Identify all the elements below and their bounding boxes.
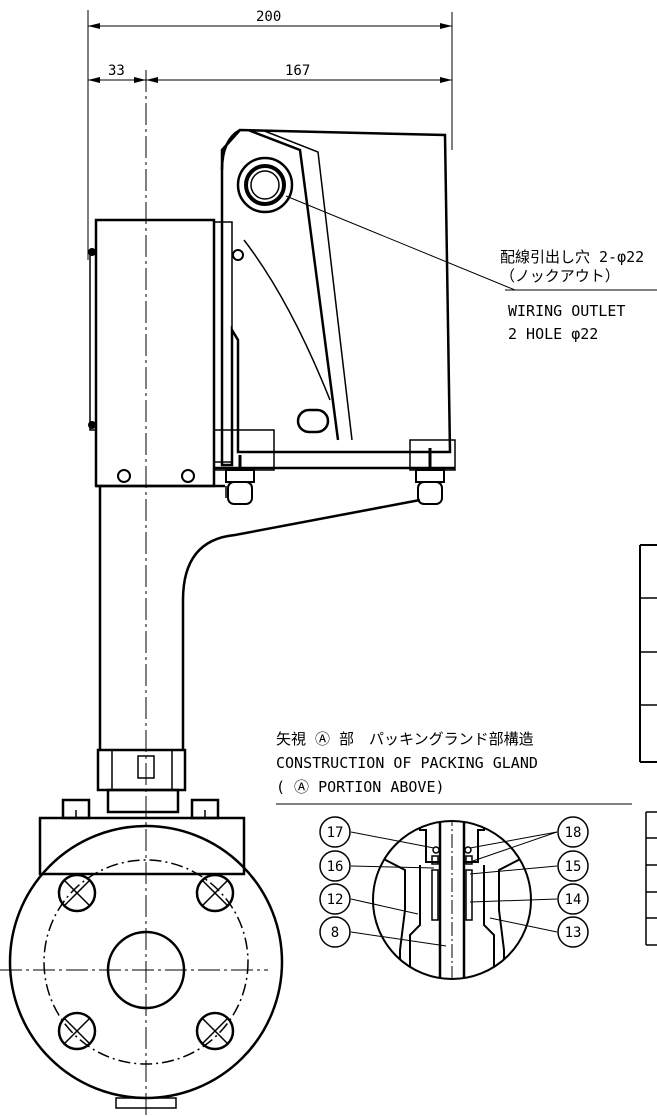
yoke-and-stem	[96, 486, 421, 814]
balloon-17: 17	[319, 816, 351, 848]
dim-offset-right: 167	[285, 63, 310, 79]
dim-offset-left: 33	[108, 63, 125, 79]
fasteners	[88, 248, 445, 505]
balloon-17-label: 17	[327, 825, 344, 841]
balloon-8-label: 8	[331, 925, 339, 941]
balloon-12: 12	[319, 883, 351, 915]
wiring-note-en: WIRING OUTLET	[508, 302, 625, 320]
balloon-16: 16	[319, 850, 351, 882]
material-table-fragment	[645, 811, 657, 946]
balloon-14-label: 14	[565, 892, 582, 908]
balloon-18: 18	[557, 816, 589, 848]
detail-title-en-portion: ( Ⓐ PORTION ABOVE)	[276, 778, 445, 796]
dim-overall-width: 200	[256, 9, 281, 25]
valve-body	[8, 798, 284, 1109]
wiring-note-jp-knockout: （ノックアウト）	[500, 267, 620, 285]
balloon-13-label: 13	[565, 925, 582, 941]
wiring-note-en-holes: 2 HOLE φ22	[508, 325, 598, 343]
balloon-8: 8	[319, 916, 351, 948]
dimension-lines	[87, 10, 453, 1117]
dimension-arrows	[88, 23, 452, 83]
balloon-14: 14	[557, 883, 589, 915]
balloon-15: 15	[557, 850, 589, 882]
parts-table-fragment	[639, 544, 657, 763]
detail-title-jp: 矢視 Ⓐ 部 パッキングランド部構造	[276, 730, 534, 748]
balloon-12-label: 12	[327, 892, 344, 908]
actuator-housing	[89, 128, 456, 488]
balloon-16-label: 16	[327, 859, 344, 875]
detail-leaders	[350, 831, 558, 947]
detail-title-en: CONSTRUCTION OF PACKING GLAND	[276, 754, 538, 772]
balloon-15-label: 15	[565, 859, 582, 875]
balloon-18-label: 18	[565, 825, 582, 841]
wiring-note-jp: 配線引出し穴 2-φ22	[500, 248, 644, 266]
balloon-13: 13	[557, 916, 589, 948]
